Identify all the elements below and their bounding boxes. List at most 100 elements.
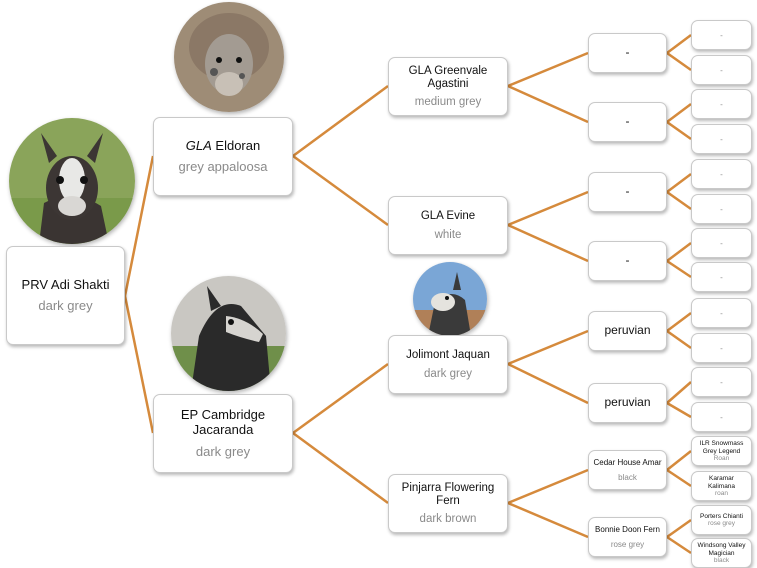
dam-sire-photo [413, 262, 487, 336]
gen4-name: Karamar Kalimana [707, 475, 736, 490]
connector-line [507, 362, 589, 405]
gen4-box[interactable]: - [691, 367, 752, 397]
gen4-name: - [720, 30, 723, 40]
sire-box[interactable]: GLA Eldoran grey appaloosa [153, 117, 293, 196]
gen3-name: Cedar House Amar [593, 457, 662, 467]
gen3-name: - [625, 114, 630, 129]
connector-line [507, 223, 589, 263]
dam-dam-color: dark brown [419, 513, 477, 526]
connector-line [123, 295, 155, 434]
gen3-name: peruvian [604, 395, 651, 410]
gen4-name: - [720, 377, 723, 387]
gen4-name: - [720, 308, 723, 318]
gen3-box[interactable]: peruvian [588, 383, 667, 423]
dam-sire-name: Jolimont Jaquan [406, 348, 490, 361]
subject-name: PRV Adi Shakti [21, 276, 110, 292]
gen4-box[interactable]: - [691, 55, 752, 85]
gen4-box[interactable]: - [691, 333, 752, 363]
gen4-box[interactable]: Porters Chianti rose grey [691, 505, 752, 535]
connector-line [666, 468, 692, 488]
gen4-name: Porters Chianti [700, 512, 743, 520]
dam-color: dark grey [195, 443, 251, 459]
gen4-box[interactable]: - [691, 89, 752, 119]
gen4-name: - [720, 204, 723, 214]
gen4-box[interactable]: - [691, 20, 752, 50]
gen3-box[interactable]: - [588, 33, 667, 73]
sire-color: grey appaloosa [178, 159, 268, 175]
connector-line [507, 468, 589, 505]
connector-line [666, 450, 692, 471]
connector-line [666, 190, 692, 211]
dam-dam-box[interactable]: Pinjarra Flowering Fern dark brown [388, 474, 508, 533]
connector-line [666, 34, 692, 54]
connector-line [292, 431, 389, 505]
gen4-name: - [720, 99, 723, 109]
gen3-name: - [625, 184, 630, 199]
gen4-box[interactable]: Karamar Kalimana roan [691, 471, 752, 501]
connector-line [666, 312, 692, 332]
gen3-box[interactable]: - [588, 241, 667, 281]
gen4-box[interactable]: - [691, 262, 752, 292]
gen3-name: Bonnie Doon Fern [595, 524, 660, 534]
gen4-box[interactable]: - [691, 228, 752, 258]
connector-line [292, 362, 389, 435]
connector-line [507, 51, 589, 88]
dam-name: EP Cambridge Jacaranda [180, 407, 266, 437]
gen4-box[interactable]: ILR Snowmass Grey Legend Roan [691, 436, 752, 466]
dam-dam-name: Pinjarra Flowering Fern [401, 481, 495, 507]
connector-line [292, 154, 389, 227]
connector-line [666, 120, 692, 141]
gen3-name: peruvian [604, 323, 651, 338]
subject-photo [9, 118, 135, 244]
sire-photo [174, 2, 284, 112]
gen4-color: rose grey [707, 520, 736, 528]
gen3-name: - [625, 45, 630, 60]
subject-color: dark grey [38, 298, 93, 314]
sire-dam-box[interactable]: GLA Evine white [388, 196, 508, 255]
gen3-box[interactable]: - [588, 102, 667, 142]
gen3-box[interactable]: Cedar House Amar black [588, 450, 667, 490]
sire-sire-color: medium grey [414, 96, 482, 109]
gen4-color: Roan [713, 454, 730, 462]
gen3-box[interactable]: peruvian [588, 311, 667, 351]
sire-name-text: Eldoran [215, 137, 261, 153]
gen3-name: - [625, 253, 630, 268]
connector-line [666, 259, 692, 279]
gen4-name: - [720, 412, 723, 422]
gen4-name: - [720, 238, 723, 248]
gen4-name: - [720, 169, 723, 179]
gen4-color: roan [714, 489, 728, 497]
dam-sire-box[interactable]: Jolimont Jaquan dark grey [388, 335, 508, 394]
connector-line [666, 518, 692, 539]
subject-box[interactable]: PRV Adi Shakti dark grey [6, 246, 125, 345]
connector-line [507, 501, 589, 539]
gen4-box[interactable]: Windsong Valley Magician black [691, 538, 752, 568]
dam-photo [171, 276, 286, 391]
gen4-name: Windsong Valley Magician [697, 542, 746, 557]
gen3-box[interactable]: - [588, 172, 667, 212]
sire-sire-box[interactable]: GLA Greenvale Agastini medium grey [388, 57, 508, 116]
gen4-box[interactable]: - [691, 402, 752, 432]
gen3-color: black [618, 473, 637, 483]
sire-dam-color: white [434, 229, 462, 242]
gen4-box[interactable]: - [691, 124, 752, 154]
connector-line [666, 535, 692, 555]
connector-line [507, 190, 589, 227]
gen4-name: - [720, 65, 723, 75]
dam-box[interactable]: EP Cambridge Jacaranda dark grey [153, 394, 293, 473]
gen3-box[interactable]: Bonnie Doon Fern rose grey [588, 517, 667, 557]
gen4-box[interactable]: - [691, 298, 752, 328]
dam-sire-color: dark grey [424, 368, 472, 381]
gen4-name: ILR Snowmass Grey Legend [699, 440, 744, 455]
gen3-color: rose grey [610, 540, 645, 550]
gen4-box[interactable]: - [691, 159, 752, 189]
gen4-name: - [720, 272, 723, 282]
sire-dam-name: GLA Evine [420, 209, 476, 222]
sire-name: GLA Eldoran [186, 137, 261, 154]
connector-line [666, 381, 692, 404]
connector-line [666, 329, 692, 350]
gen4-name: - [720, 343, 723, 353]
gen4-box[interactable]: - [691, 194, 752, 224]
connector-line [666, 401, 692, 419]
